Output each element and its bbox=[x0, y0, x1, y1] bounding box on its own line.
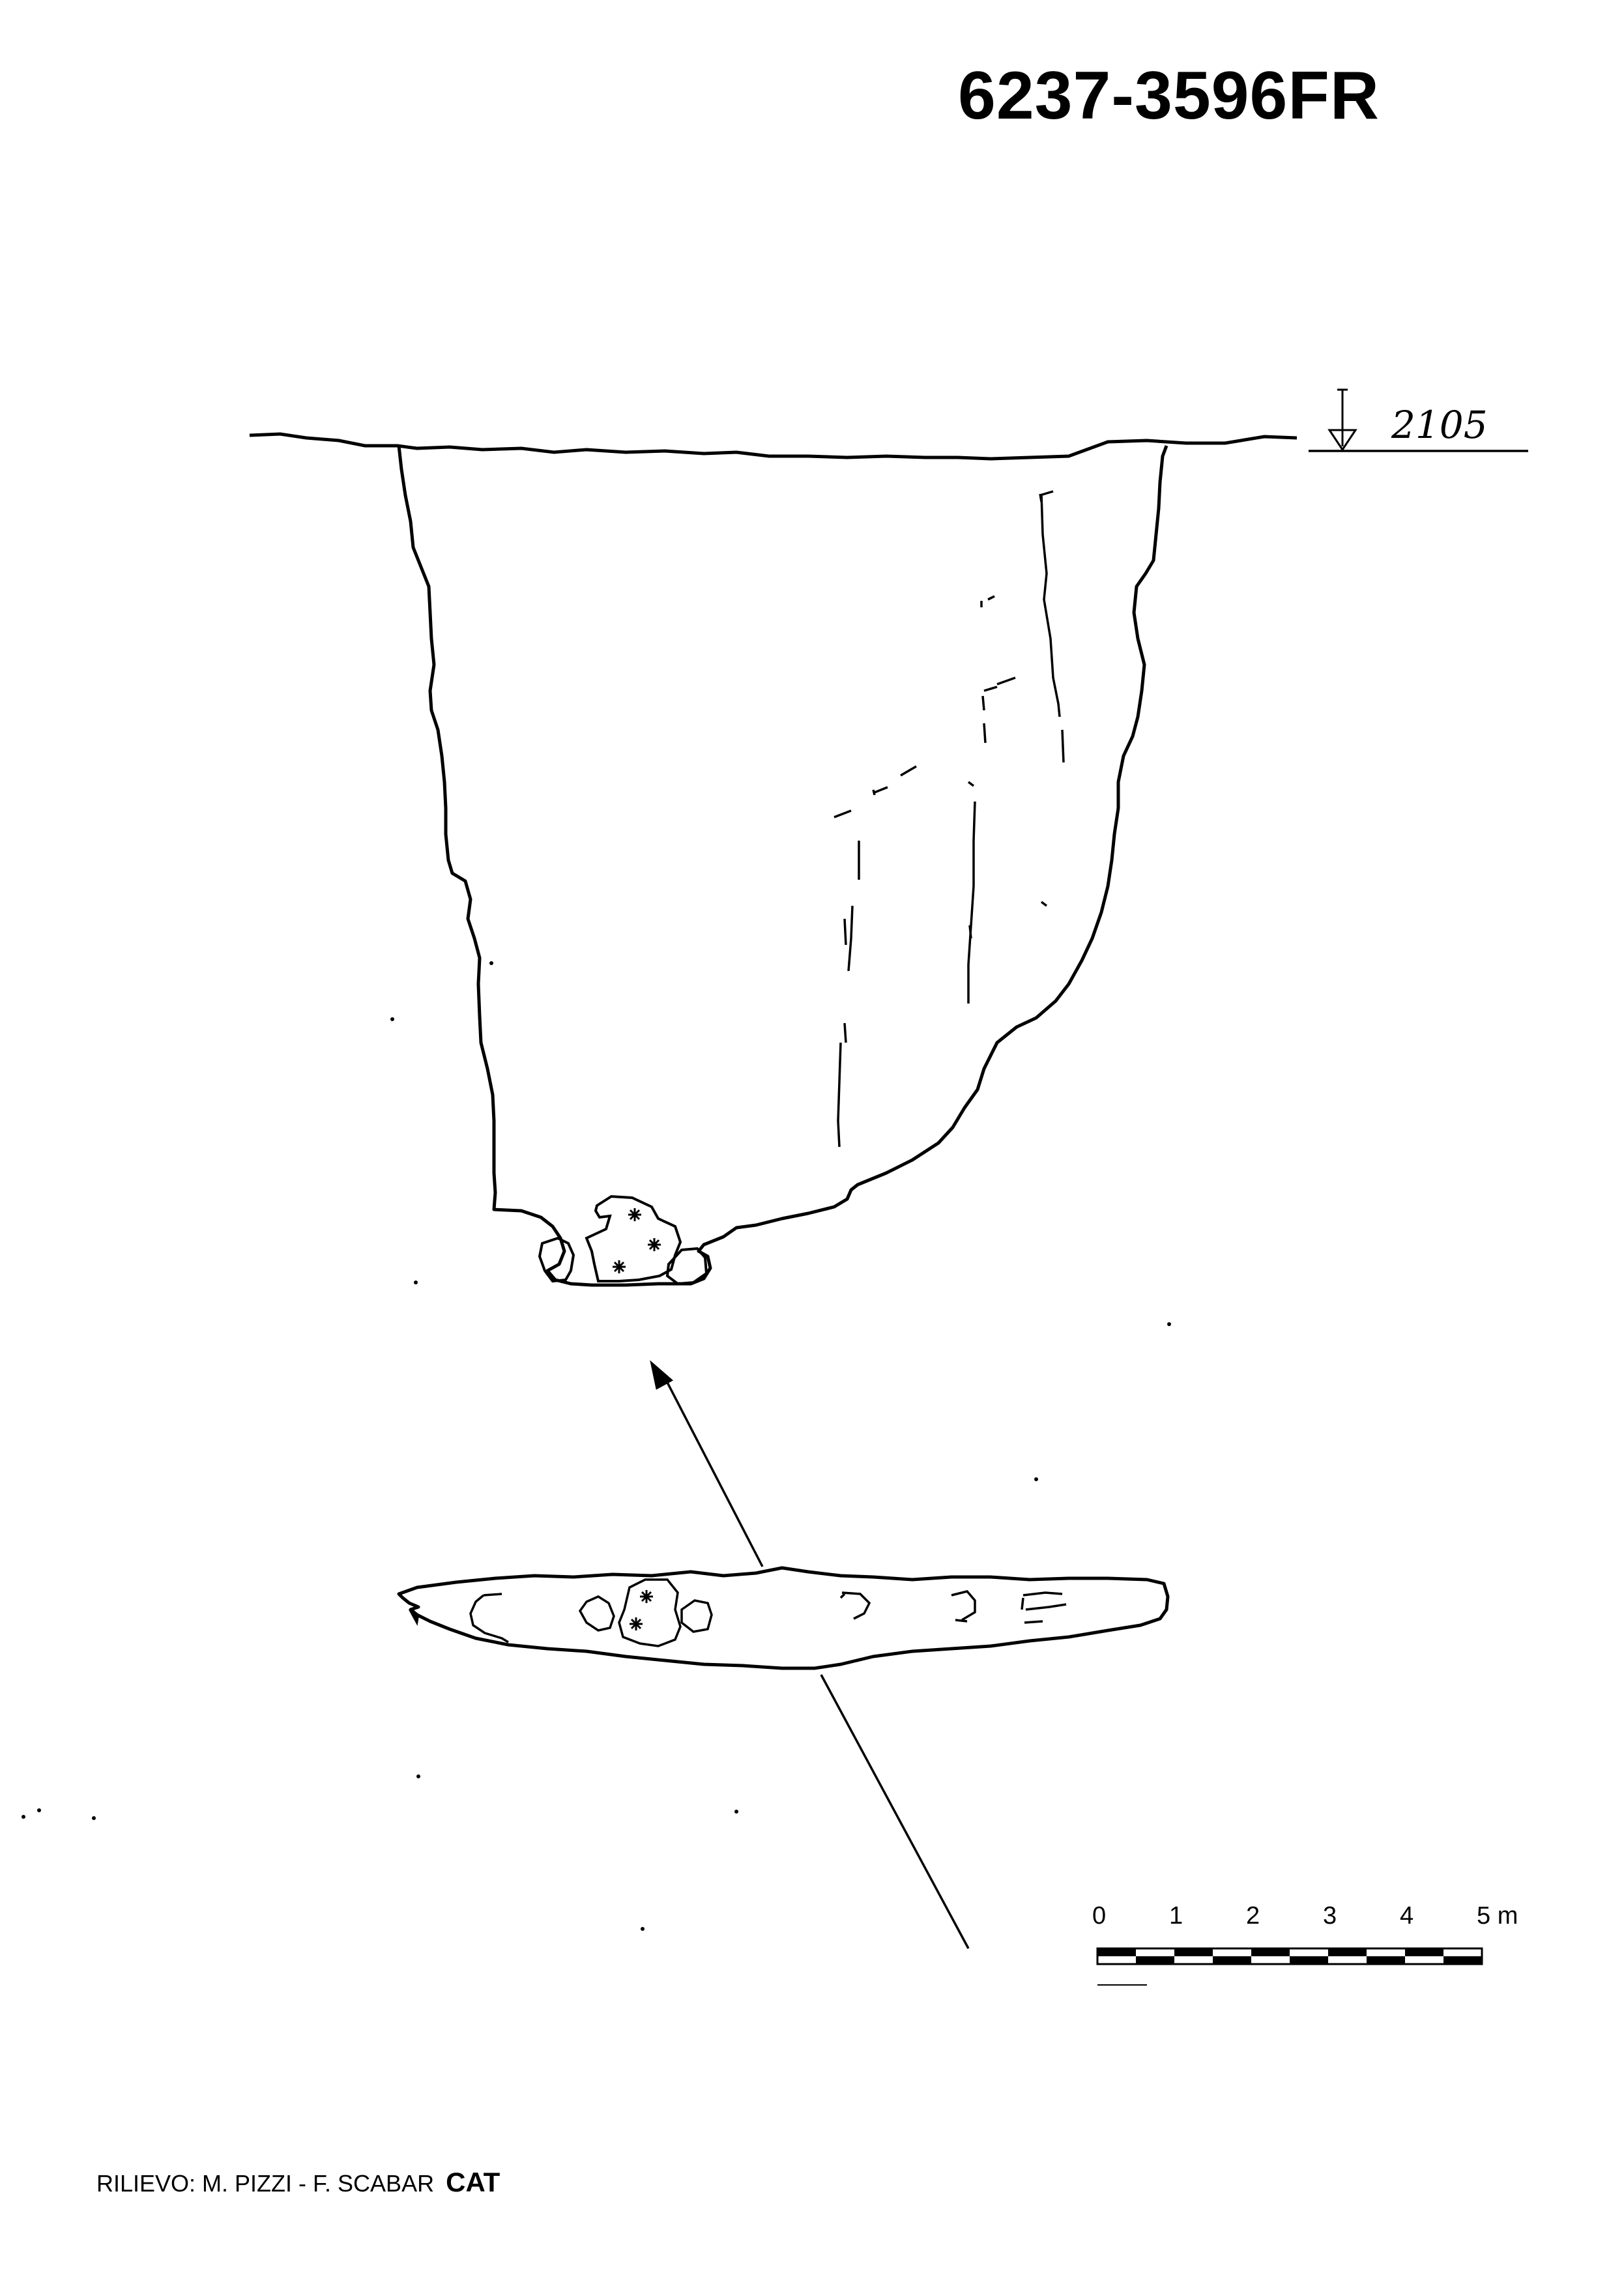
section-arrow bbox=[650, 1360, 764, 1567]
scale-bar-segment bbox=[1443, 1956, 1482, 1964]
scale-bar-segment bbox=[1405, 1948, 1443, 1956]
ground-surface-line bbox=[249, 432, 1298, 461]
ink-dots bbox=[22, 961, 1171, 1931]
scale-bar-segment bbox=[1290, 1956, 1328, 1964]
scale-bar-segment bbox=[1251, 1948, 1290, 1956]
plan-interior-details bbox=[469, 1578, 1067, 1647]
section-boulders bbox=[538, 1194, 708, 1286]
scale-bar-segment bbox=[1136, 1956, 1174, 1964]
debris-asterisk-icons bbox=[613, 1208, 661, 1273]
cave-plan-outline bbox=[397, 1566, 1170, 1670]
plan-entrance-notch bbox=[409, 1609, 420, 1627]
scale-bar-tick-label: 4 bbox=[1400, 1902, 1414, 1930]
survey-credits: RILIEVO: M. PIZZI - F. SCABAR CAT bbox=[96, 2167, 500, 2198]
entrance-elevation-label: 2105 bbox=[1391, 403, 1488, 447]
scale-bar-segment bbox=[1213, 1956, 1251, 1964]
scale-bar-segment bbox=[1097, 1948, 1136, 1956]
section-trace-line bbox=[820, 1674, 970, 1949]
survey-code-title: 6237-3596FR bbox=[958, 58, 1380, 134]
scale-bar-segment bbox=[1328, 1948, 1367, 1956]
cave-section-outline bbox=[397, 445, 1168, 1287]
scale-bar-tick-label: 5 m bbox=[1477, 1902, 1518, 1930]
wall-detail-strokes bbox=[834, 490, 1065, 1148]
plan-asterisk-icons bbox=[630, 1590, 653, 1630]
group-name: CAT bbox=[446, 2167, 500, 2197]
scale-bar-segment bbox=[1367, 1956, 1405, 1964]
scale-bar-tick-label: 0 bbox=[1092, 1902, 1106, 1930]
elevation-marker-icon bbox=[1327, 388, 1357, 452]
survey-credit-text: RILIEVO: M. PIZZI - F. SCABAR bbox=[96, 2170, 435, 2197]
scale-bar-segment bbox=[1174, 1948, 1213, 1956]
scale-bar: 0 1 2 3 4 5 m bbox=[1092, 1902, 1518, 1986]
scale-bar-tick-label: 3 bbox=[1323, 1902, 1337, 1930]
scale-bar-tick-label: 2 bbox=[1246, 1902, 1260, 1930]
scale-bar-tick-label: 1 bbox=[1169, 1902, 1183, 1930]
